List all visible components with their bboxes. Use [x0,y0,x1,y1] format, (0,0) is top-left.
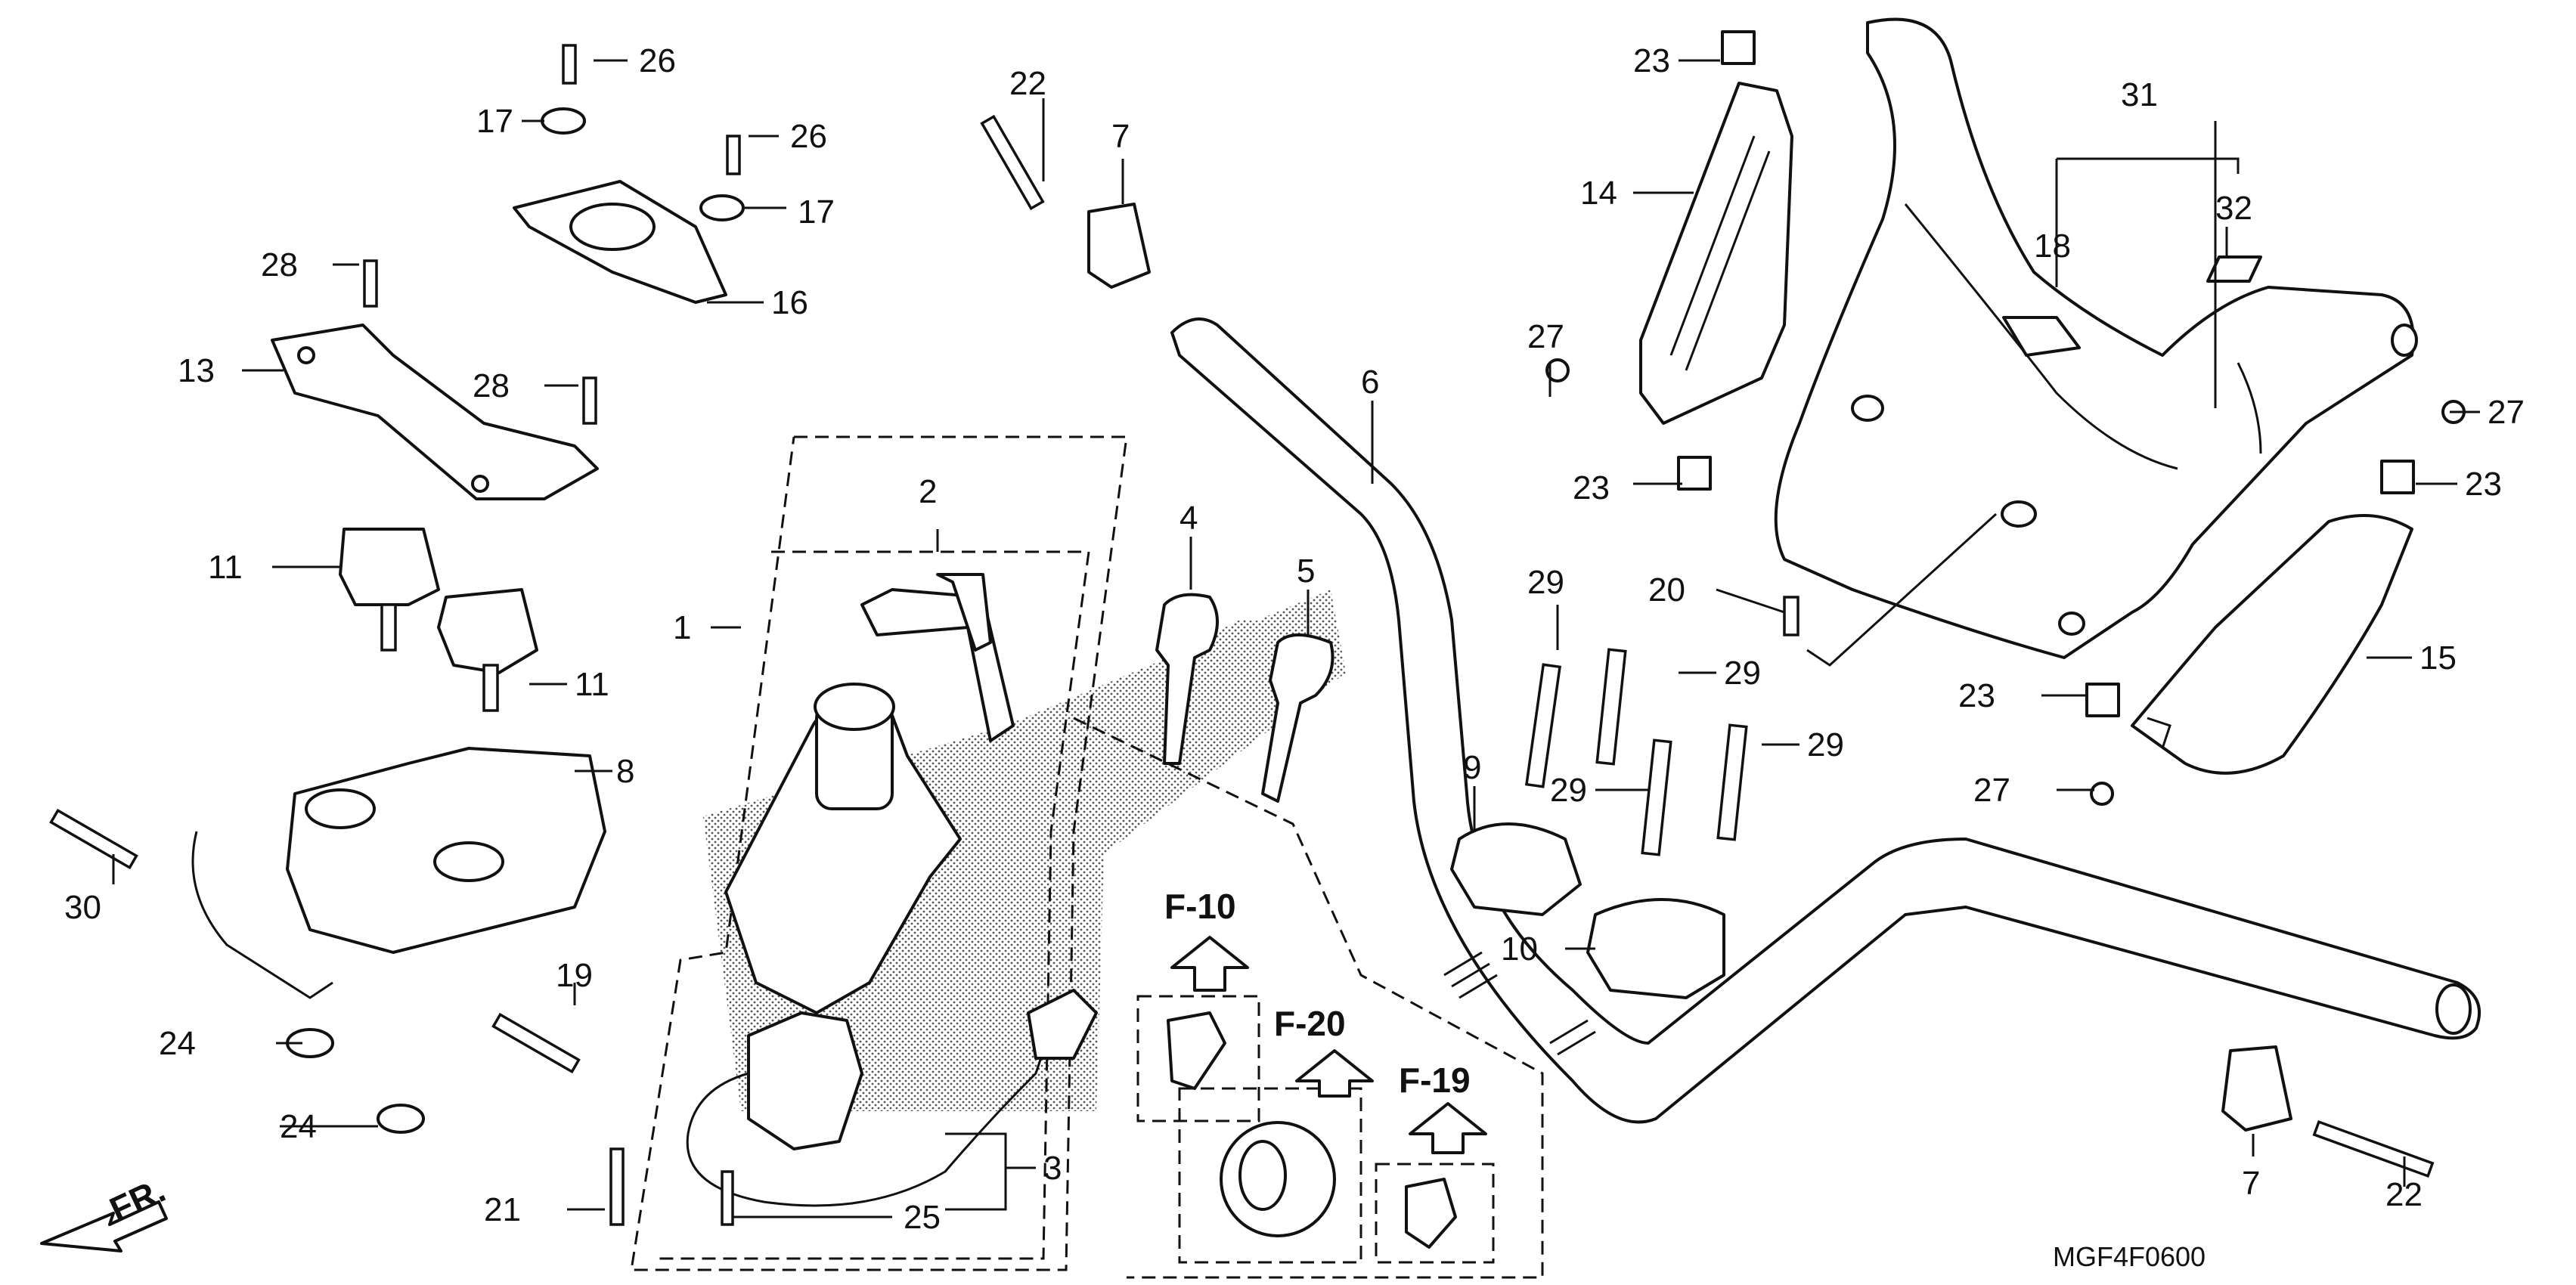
cover-bracket [1639,82,1793,425]
callout-5: 5 [1297,553,1315,590]
callout-31: 31 [2121,76,2158,113]
callout-8: 8 [616,753,634,790]
callout-27c: 27 [1973,772,2010,809]
callout-1: 1 [673,609,691,646]
callout-17b: 17 [798,194,835,231]
callout-25: 25 [904,1199,941,1236]
callout-18: 18 [2034,228,2071,265]
callout-11a: 11 [208,549,243,586]
callout-22a: 22 [1009,65,1046,102]
ref-f19: F-19 [1399,1061,1471,1100]
wire-harness [686,989,1098,1207]
callout-14: 14 [1580,175,1617,212]
front-direction-arrow: FR. [40,1170,171,1252]
callout-29b: 29 [1724,655,1761,692]
callout-23c: 23 [2465,466,2502,503]
callout-15: 15 [2419,639,2457,677]
callout-27a: 27 [1527,318,1564,355]
callout-28b: 28 [473,367,510,404]
callout-4: 4 [1180,500,1198,537]
lower-holders [339,528,538,712]
ref-f20: F-20 [1274,1004,1346,1043]
callout-9: 9 [1463,749,1481,786]
callout-26b: 26 [790,118,827,155]
handlebar-cover [1774,17,2418,659]
callout-22b: 22 [2385,1176,2423,1213]
callout-20: 20 [1648,571,1685,608]
callout-29a: 29 [1527,564,1564,601]
callout-labels: 26 17 26 17 16 28 13 28 11 11 8 30 19 24… [64,42,2525,1272]
assembly-group-outline [630,435,1544,1279]
callout-7b: 7 [2242,1165,2260,1202]
callout-29d: 29 [1550,772,1587,809]
callout-16: 16 [771,284,808,321]
callout-32: 32 [2215,190,2252,227]
small-fasteners [49,30,2466,1226]
ref-f10: F-10 [1164,887,1236,926]
handlebar-bracket [271,324,599,500]
callout-17a: 17 [476,103,513,140]
bar-end-weights [980,114,2435,1178]
cover-front-panel [2131,514,2413,775]
upper-clamps [1450,822,1725,999]
callout-30: 30 [64,889,101,926]
callout-24b: 24 [280,1108,317,1145]
callout-23d: 23 [1958,677,1995,714]
upper-holder [513,180,727,304]
callout-6: 6 [1361,364,1379,401]
callout-3: 3 [1043,1150,1062,1187]
callout-23b: 23 [1573,469,1610,506]
diagram-code: MGF4F0600 [2053,1241,2206,1272]
callout-11b: 11 [575,666,609,703]
clamp-bolts [1524,648,1748,856]
callout-26a: 26 [639,42,676,79]
callout-21: 21 [484,1191,521,1228]
top-bridge [191,747,606,999]
handlebar [1170,317,2481,1124]
ignition-switch [724,573,1015,1014]
keys [1155,593,1334,803]
inset-details [1167,936,1487,1249]
emblem-pieces [2002,255,2262,357]
callout-23a: 23 [1633,42,1670,79]
leader-lines [112,59,2480,1218]
callout-27b: 27 [2488,394,2525,431]
callout-19: 19 [556,957,593,994]
callout-10: 10 [1501,930,1538,968]
callout-2: 2 [919,473,937,510]
callout-13: 13 [178,352,215,389]
callout-7a: 7 [1111,118,1130,155]
callout-24a: 24 [159,1025,196,1062]
callout-29c: 29 [1807,726,1844,763]
callout-28a: 28 [261,246,298,283]
